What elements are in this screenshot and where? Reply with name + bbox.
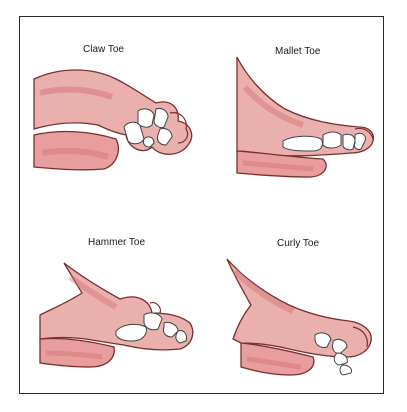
claw-toe-illustration <box>20 17 202 205</box>
panel-mallet-toe: Mallet Toe <box>203 17 384 205</box>
panel-curly-toe: Curly Toe <box>203 207 384 394</box>
figure-frame: Claw Toe Mallet Toe <box>19 16 384 394</box>
mallet-toe-illustration <box>203 17 384 205</box>
panel-hammer-toe: Hammer Toe <box>20 207 202 394</box>
curly-toe-illustration <box>203 207 384 394</box>
panel-claw-toe: Claw Toe <box>20 17 202 205</box>
hammer-toe-illustration <box>20 207 202 394</box>
